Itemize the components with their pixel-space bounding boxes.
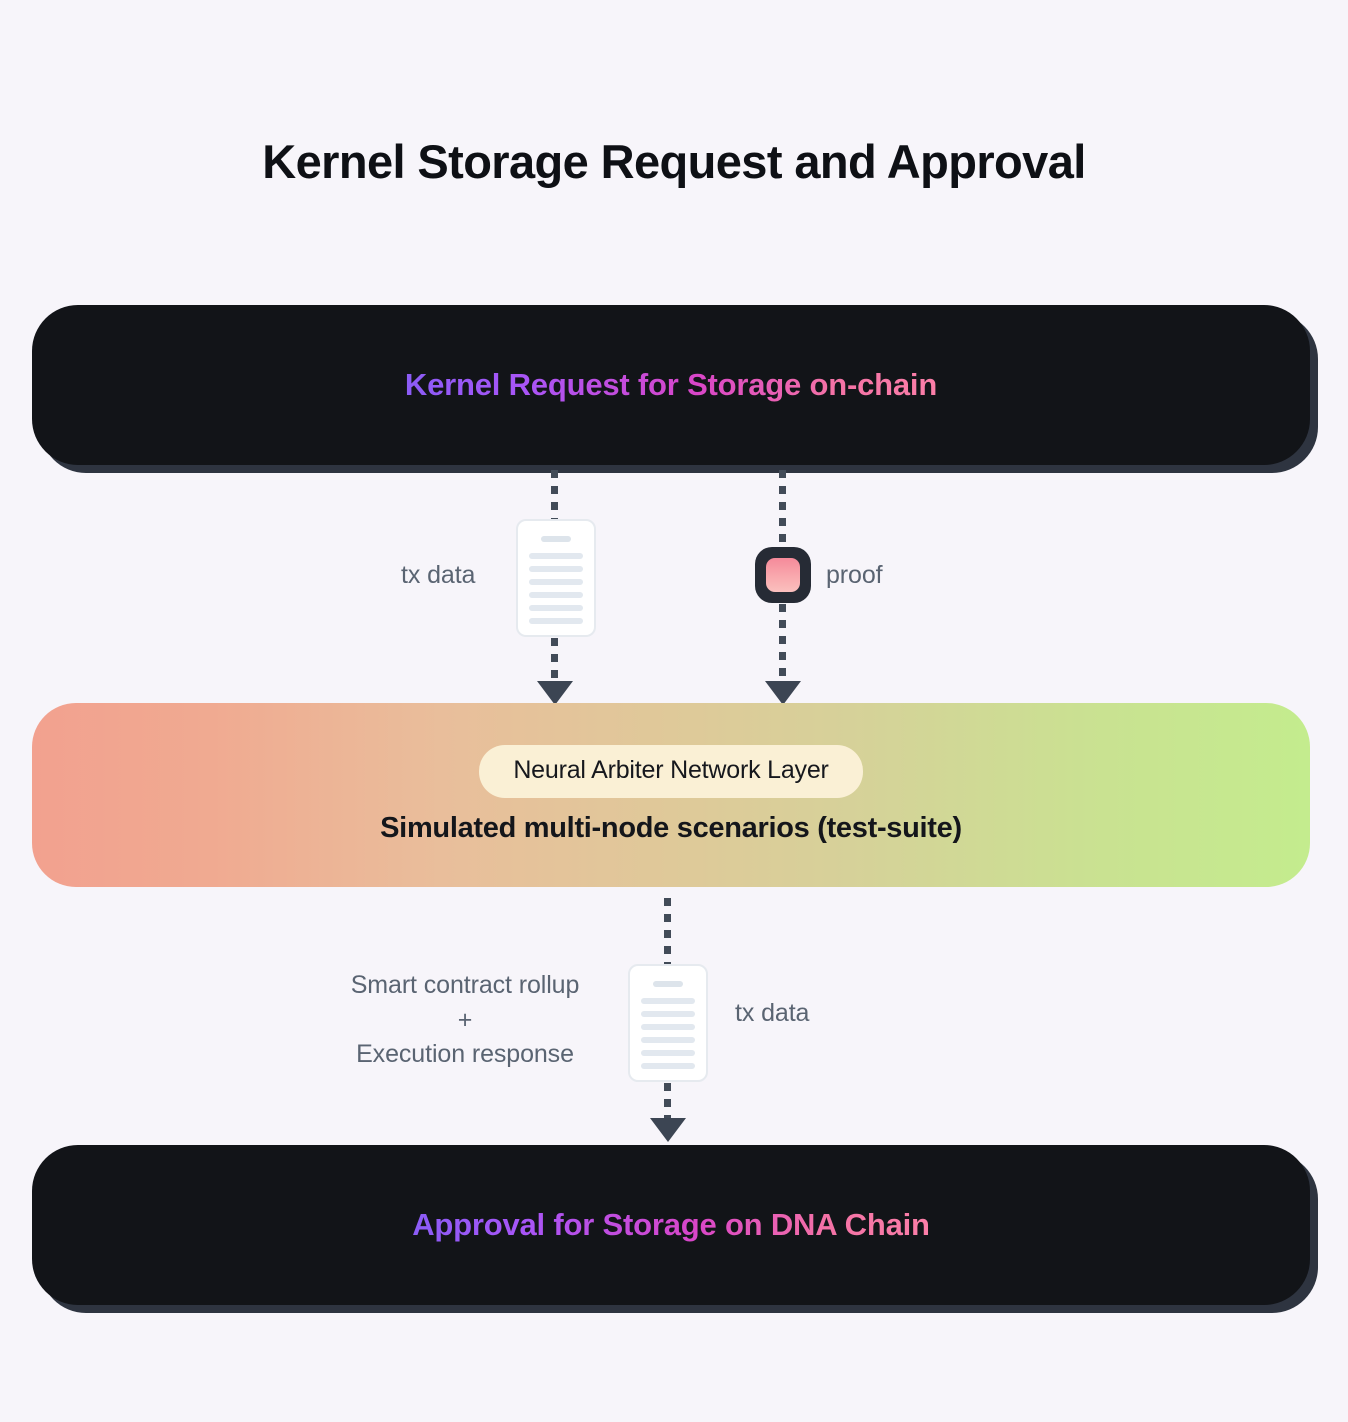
edge-label-rollup-line1: Smart contract rollup: [350, 971, 580, 999]
doc-line: [529, 618, 583, 624]
node-kernel-request-label: Kernel Request for Storage on-chain: [404, 367, 938, 402]
arrowhead-proof: [765, 681, 801, 705]
connector-rollup-lower: [664, 1083, 671, 1122]
doc-line: [641, 998, 695, 1004]
arrowhead-tx-data: [537, 681, 573, 705]
doc-line: [529, 579, 583, 585]
doc-line: [641, 1024, 695, 1030]
edge-label-rollup-tx-data: tx data: [735, 999, 810, 1027]
page-title: Kernel Storage Request and Approval: [262, 135, 1086, 188]
connector-proof-upper: [779, 470, 786, 548]
doc-line: [529, 605, 583, 611]
node-neural-arbiter[interactable]: Neural Arbiter Network Layer Simulated m…: [32, 703, 1310, 887]
connector-tx-data-upper: [551, 470, 558, 520]
doc-line: [529, 592, 583, 598]
edge-label-rollup-left: Smart contract rollup + Execution respon…: [323, 968, 607, 1072]
edge-label-tx-data: tx data: [401, 561, 476, 589]
node-approval-label: Approval for Storage on DNA Chain: [412, 1207, 930, 1242]
doc-line: [641, 1050, 695, 1056]
node-face: Approval for Storage on DNA Chain: [32, 1145, 1310, 1305]
neural-arbiter-caption: Simulated multi-node scenarios (test-sui…: [380, 812, 962, 844]
proof-square-icon: [755, 547, 811, 603]
connector-rollup-upper: [664, 898, 671, 964]
proof-icon-fill: [766, 558, 800, 592]
doc-line: [641, 1037, 695, 1043]
edge-label-rollup-line3: Execution response: [356, 1040, 574, 1068]
node-face: Kernel Request for Storage on-chain: [32, 305, 1310, 465]
neural-arbiter-badge: Neural Arbiter Network Layer: [479, 745, 863, 798]
connector-tx-data-lower: [551, 638, 558, 685]
arrowhead-rollup: [650, 1118, 686, 1142]
edge-label-rollup-line2: +: [457, 1005, 473, 1034]
doc-line-title: [652, 981, 684, 987]
doc-line: [641, 1011, 695, 1017]
doc-line-title: [540, 536, 572, 542]
document-icon: [516, 519, 596, 637]
edge-label-proof: proof: [826, 561, 883, 589]
doc-line: [641, 1063, 695, 1069]
doc-line: [529, 566, 583, 572]
doc-line: [529, 553, 583, 559]
node-kernel-request[interactable]: Kernel Request for Storage on-chain: [32, 305, 1318, 473]
node-approval[interactable]: Approval for Storage on DNA Chain: [32, 1145, 1318, 1313]
connector-proof-lower: [779, 604, 786, 685]
document-icon: [628, 964, 708, 1082]
